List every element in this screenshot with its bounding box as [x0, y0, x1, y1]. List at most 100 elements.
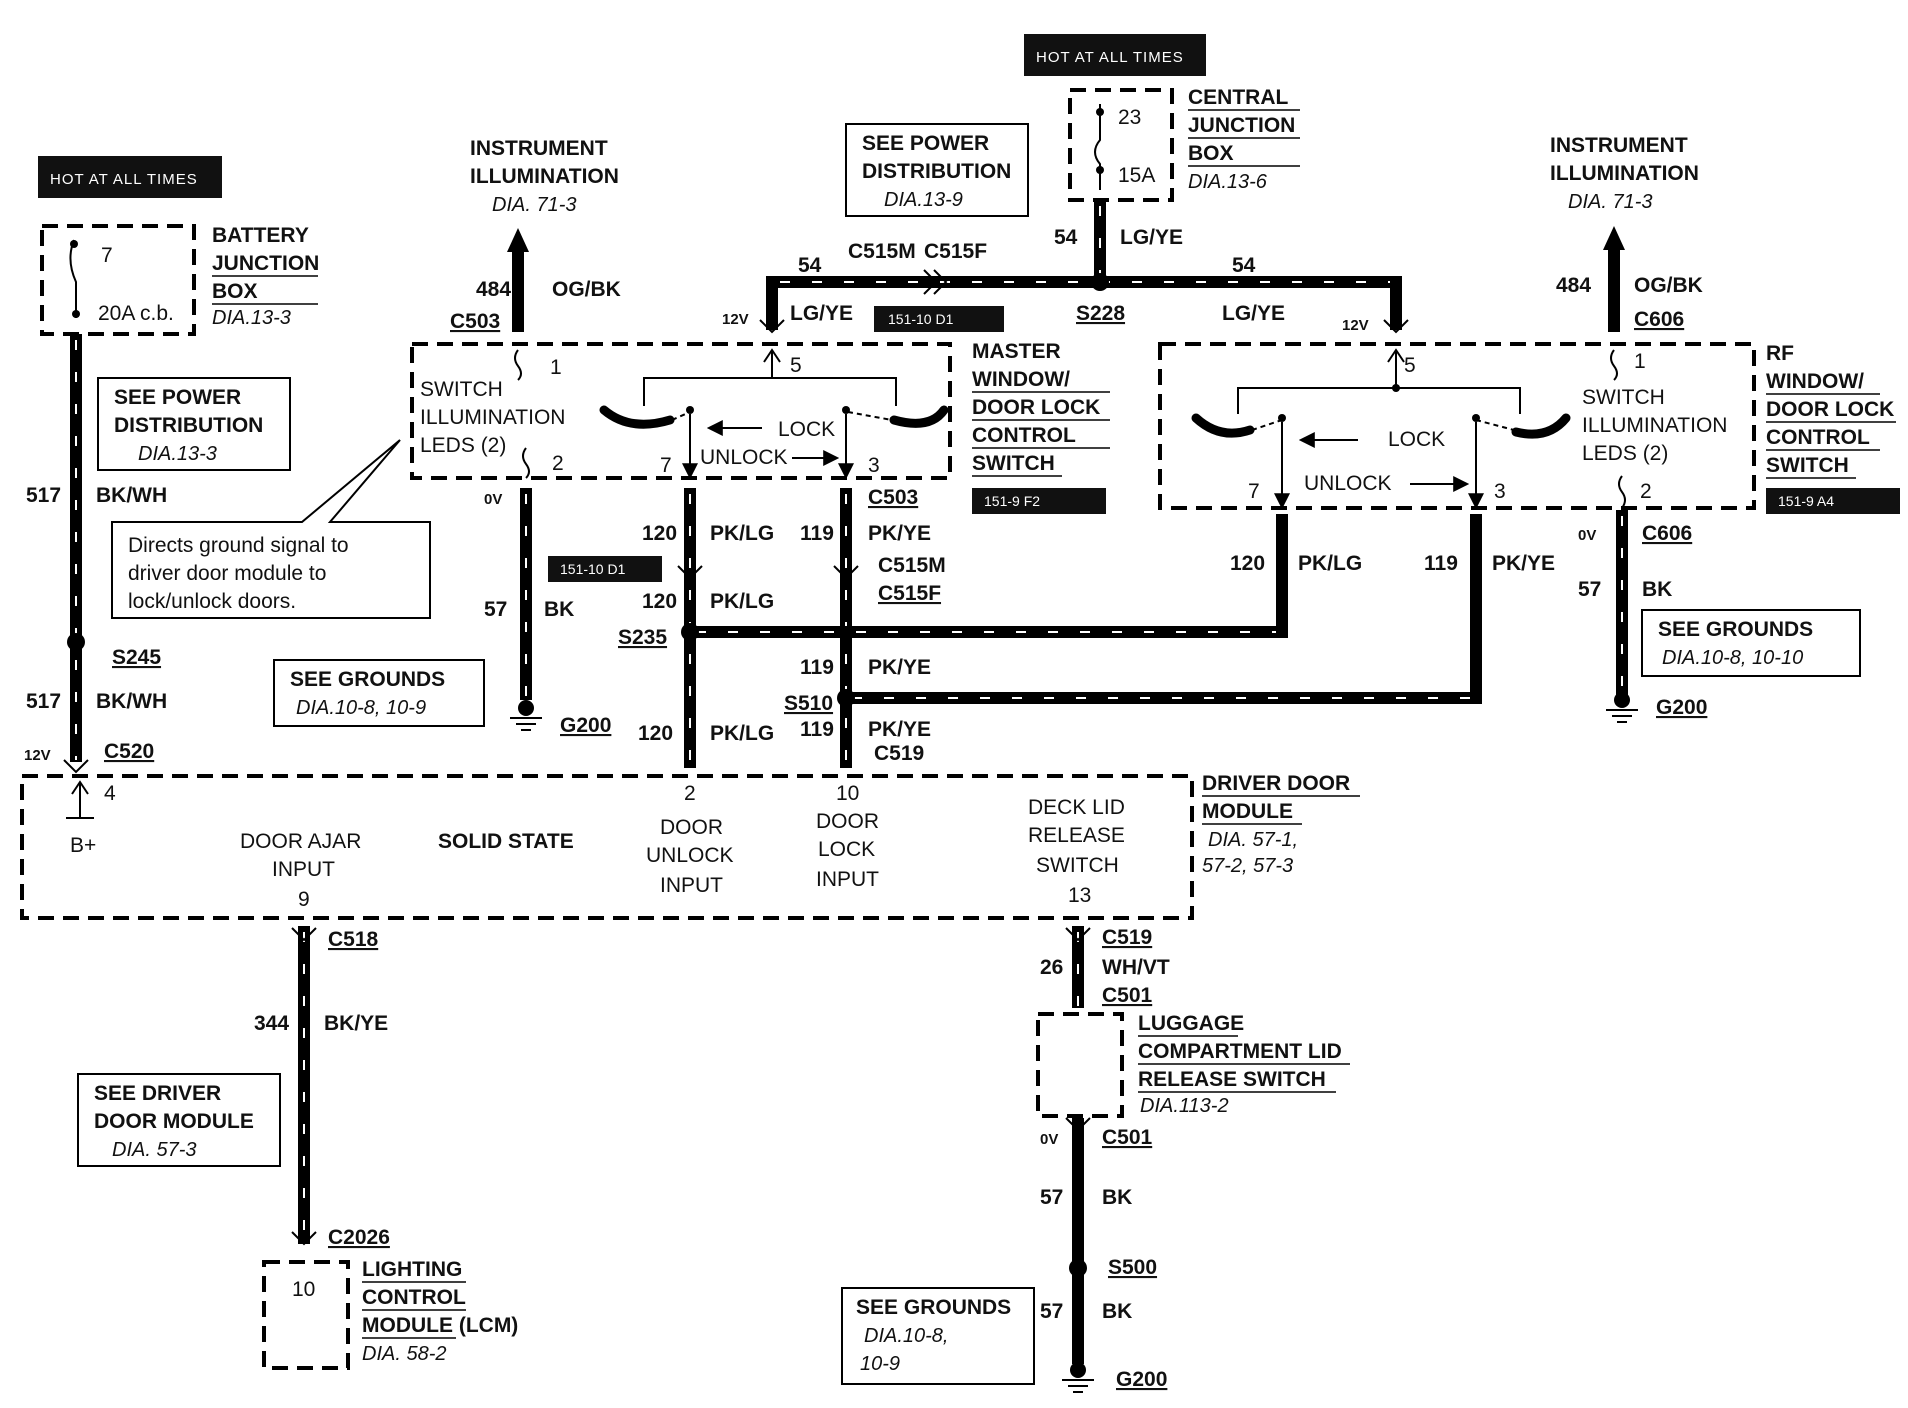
- splice-s245: [67, 633, 85, 651]
- master-illum-1: SWITCH: [420, 378, 503, 401]
- label-pkye-b: PK/YE: [868, 656, 931, 679]
- central-jb-title-3: BOX: [1188, 142, 1234, 165]
- luggage-title-1: LUGGAGE: [1138, 1012, 1244, 1035]
- label-12v-rf: 12V: [1342, 317, 1369, 334]
- central-jb-pin: 23: [1118, 106, 1141, 129]
- instr-left-circuit: 484: [476, 278, 511, 301]
- label-54-b: 54: [1054, 226, 1078, 249]
- splice-s235: [681, 623, 699, 641]
- instr-left-title-2: ILLUMINATION: [470, 165, 619, 188]
- see-ddm-dia: DIA. 57-3: [112, 1139, 196, 1161]
- master-unlock-label: UNLOCK: [700, 446, 788, 469]
- label-57-left: 57: [484, 598, 507, 621]
- splice-s500: [1069, 1259, 1087, 1277]
- label-120-rf: 120: [1230, 552, 1265, 575]
- label-57-bottom-b: 57: [1040, 1300, 1063, 1323]
- label-pkye-a: PK/YE: [868, 522, 931, 545]
- label-c2026: C2026: [328, 1226, 390, 1249]
- see-grounds-3-dia-1: DIA.10-8,: [864, 1325, 948, 1347]
- ddm-deck-2: RELEASE: [1028, 824, 1125, 847]
- battery-junction-box: 7 20A c.b. BATTERY JUNCTION BOX DIA.13-3: [40, 224, 319, 336]
- luggage-title-2: COMPARTMENT LID: [1138, 1040, 1342, 1063]
- label-119-a: 119: [800, 522, 834, 545]
- ddm-door-ajar-2: INPUT: [272, 858, 335, 881]
- label-c519-top: C519: [874, 742, 924, 765]
- see-grounds-2-dia: DIA.10-8, 10-10: [1662, 647, 1803, 669]
- label-54-c: 54: [1232, 254, 1256, 277]
- label-119-c: 119: [800, 718, 834, 741]
- label-lgye-b: LG/YE: [1120, 226, 1183, 249]
- label-pkye-c: PK/YE: [868, 718, 931, 741]
- central-jb-fuse: 15A: [1118, 164, 1155, 187]
- battery-jb-dia: DIA.13-3: [212, 307, 291, 329]
- master-title-2: WINDOW/: [972, 368, 1070, 391]
- see-driver-door-module: SEE DRIVER DOOR MODULE DIA. 57-3: [77, 1073, 281, 1167]
- label-26: 26: [1040, 956, 1063, 979]
- label-s245: S245: [112, 646, 161, 669]
- hot-label-left-text: HOT AT ALL TIMES: [50, 171, 198, 188]
- rf-illum-3: LEDS (2): [1582, 442, 1668, 465]
- label-g200-right: G200: [1656, 696, 1707, 719]
- label-bkwh-a: BK/WH: [96, 484, 167, 507]
- ddm-pin-2: 2: [684, 782, 696, 805]
- rf-illum-2: ILLUMINATION: [1582, 414, 1727, 437]
- rf-lock-label: LOCK: [1388, 428, 1445, 451]
- ddm-dia-1: DIA. 57-1,: [1208, 829, 1298, 851]
- ground-symbol-left: [510, 700, 542, 731]
- callout-line-2: driver door module to: [128, 562, 326, 585]
- ddm-door-ajar-1: DOOR AJAR: [240, 830, 361, 853]
- label-c519-bottom: C519: [1102, 926, 1152, 949]
- rf-unlock-label: UNLOCK: [1304, 472, 1392, 495]
- label-120-b: 120: [642, 590, 677, 613]
- label-c501-top: C501: [1102, 984, 1153, 1007]
- label-54-a: 54: [798, 254, 822, 277]
- see-grounds-3-dia-2: 10-9: [860, 1353, 900, 1375]
- callout-line-3: lock/unlock doors.: [128, 590, 296, 613]
- see-grounds-1: SEE GROUNDS DIA.10-8, 10-9: [273, 659, 485, 727]
- label-c515m-top: C515M: [848, 240, 916, 263]
- label-lgye-c: LG/YE: [1222, 302, 1285, 325]
- ddm-unlock-2: UNLOCK: [646, 844, 734, 867]
- instrument-illumination-left: INSTRUMENT ILLUMINATION DIA. 71-3 484 OG…: [450, 137, 621, 333]
- see-ddm-2: DOOR MODULE: [94, 1110, 254, 1133]
- rf-pin-1: 1: [1634, 350, 1646, 373]
- rf-title-1: RF: [1766, 342, 1794, 365]
- instr-right-color: OG/BK: [1634, 274, 1703, 297]
- see-power-top: SEE POWER DISTRIBUTION DIA.13-9: [845, 123, 1029, 217]
- rf-title-4: CONTROL: [1766, 426, 1870, 449]
- lcm-title-1: LIGHTING: [362, 1258, 462, 1281]
- label-g200-bottom: G200: [1116, 1368, 1167, 1391]
- see-power-top-dia: DIA.13-9: [884, 189, 963, 211]
- label-c501-bottom: C501: [1102, 1126, 1153, 1149]
- master-illum-3: LEDS (2): [420, 434, 506, 457]
- ground-symbol-right: [1606, 692, 1638, 723]
- ddm-title-2: MODULE: [1202, 800, 1293, 823]
- rf-pin-3: 3: [1494, 480, 1506, 503]
- rf-title-3: DOOR LOCK: [1766, 398, 1894, 421]
- ddm-solid-state: SOLID STATE: [438, 830, 574, 853]
- see-grounds-2: SEE GROUNDS DIA.10-8, 10-10: [1641, 609, 1861, 677]
- label-s510: S510: [784, 692, 833, 715]
- label-0v-left: 0V: [484, 491, 502, 508]
- lcm-title-2: CONTROL: [362, 1286, 466, 1309]
- see-power-top-2: DISTRIBUTION: [862, 160, 1011, 183]
- label-344: 344: [254, 1012, 289, 1035]
- central-jb-dia: DIA.13-6: [1188, 171, 1268, 193]
- instr-right-title-1: INSTRUMENT: [1550, 134, 1688, 157]
- label-s500: S500: [1108, 1256, 1157, 1279]
- master-ref: 151-9 F2: [984, 493, 1040, 509]
- label-g200-left: G200: [560, 714, 611, 737]
- label-pklg-rf: PK/LG: [1298, 552, 1362, 575]
- master-pin-5: 5: [790, 354, 802, 377]
- label-pklg-b: PK/LG: [710, 590, 774, 613]
- see-ddm-1: SEE DRIVER: [94, 1082, 221, 1105]
- label-lgye-a: LG/YE: [790, 302, 853, 325]
- master-pin-3: 3: [868, 454, 880, 477]
- battery-jb-title-1: BATTERY: [212, 224, 309, 247]
- lighting-control-module: 10 LIGHTING CONTROL MODULE (LCM) DIA. 58…: [262, 1258, 518, 1370]
- ddm-pin-9: 9: [298, 888, 310, 911]
- label-c515f-mid: C515F: [878, 582, 941, 605]
- master-lock-label: LOCK: [778, 418, 835, 441]
- label-bkwh-b: BK/WH: [96, 690, 167, 713]
